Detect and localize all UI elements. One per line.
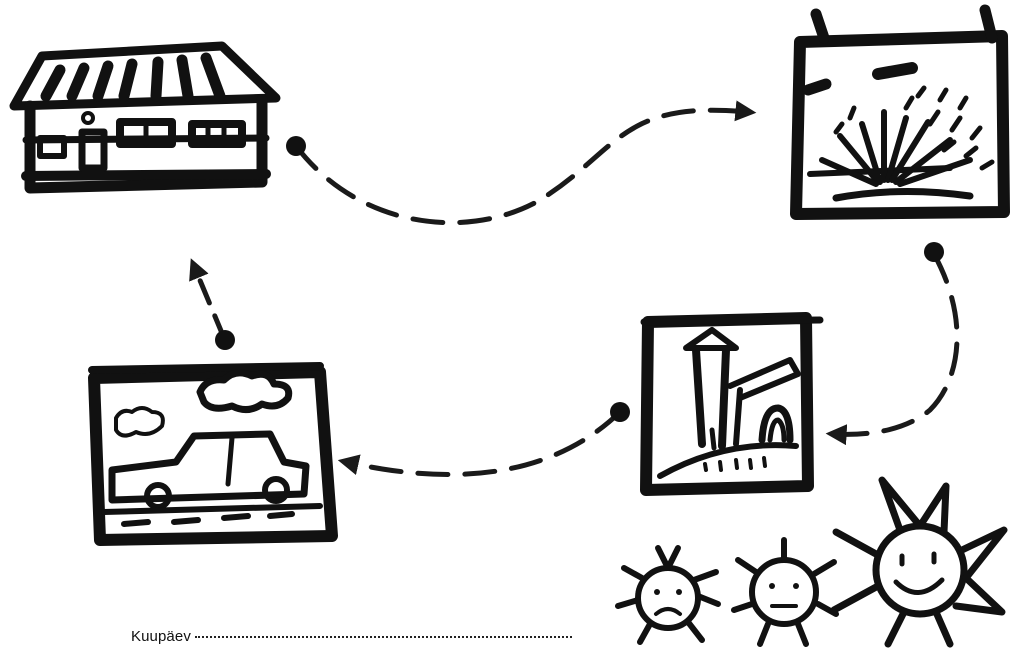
date-field: Kuupäev: [131, 628, 572, 645]
path-start-dots: [215, 136, 944, 422]
date-label: Kuupäev: [131, 628, 191, 645]
fireworks-picture-icon: [790, 4, 1010, 220]
happy-sun-icon: [830, 476, 1008, 648]
path-arrows: [189, 100, 960, 477]
date-blank-line[interactable]: [194, 636, 572, 638]
castle-picture-icon: [640, 312, 824, 496]
house-drawing-icon: [9, 41, 281, 194]
neutral-sun-icon: [731, 537, 839, 647]
sad-sun-icon: [615, 545, 721, 645]
car-picture-icon: [88, 362, 338, 546]
